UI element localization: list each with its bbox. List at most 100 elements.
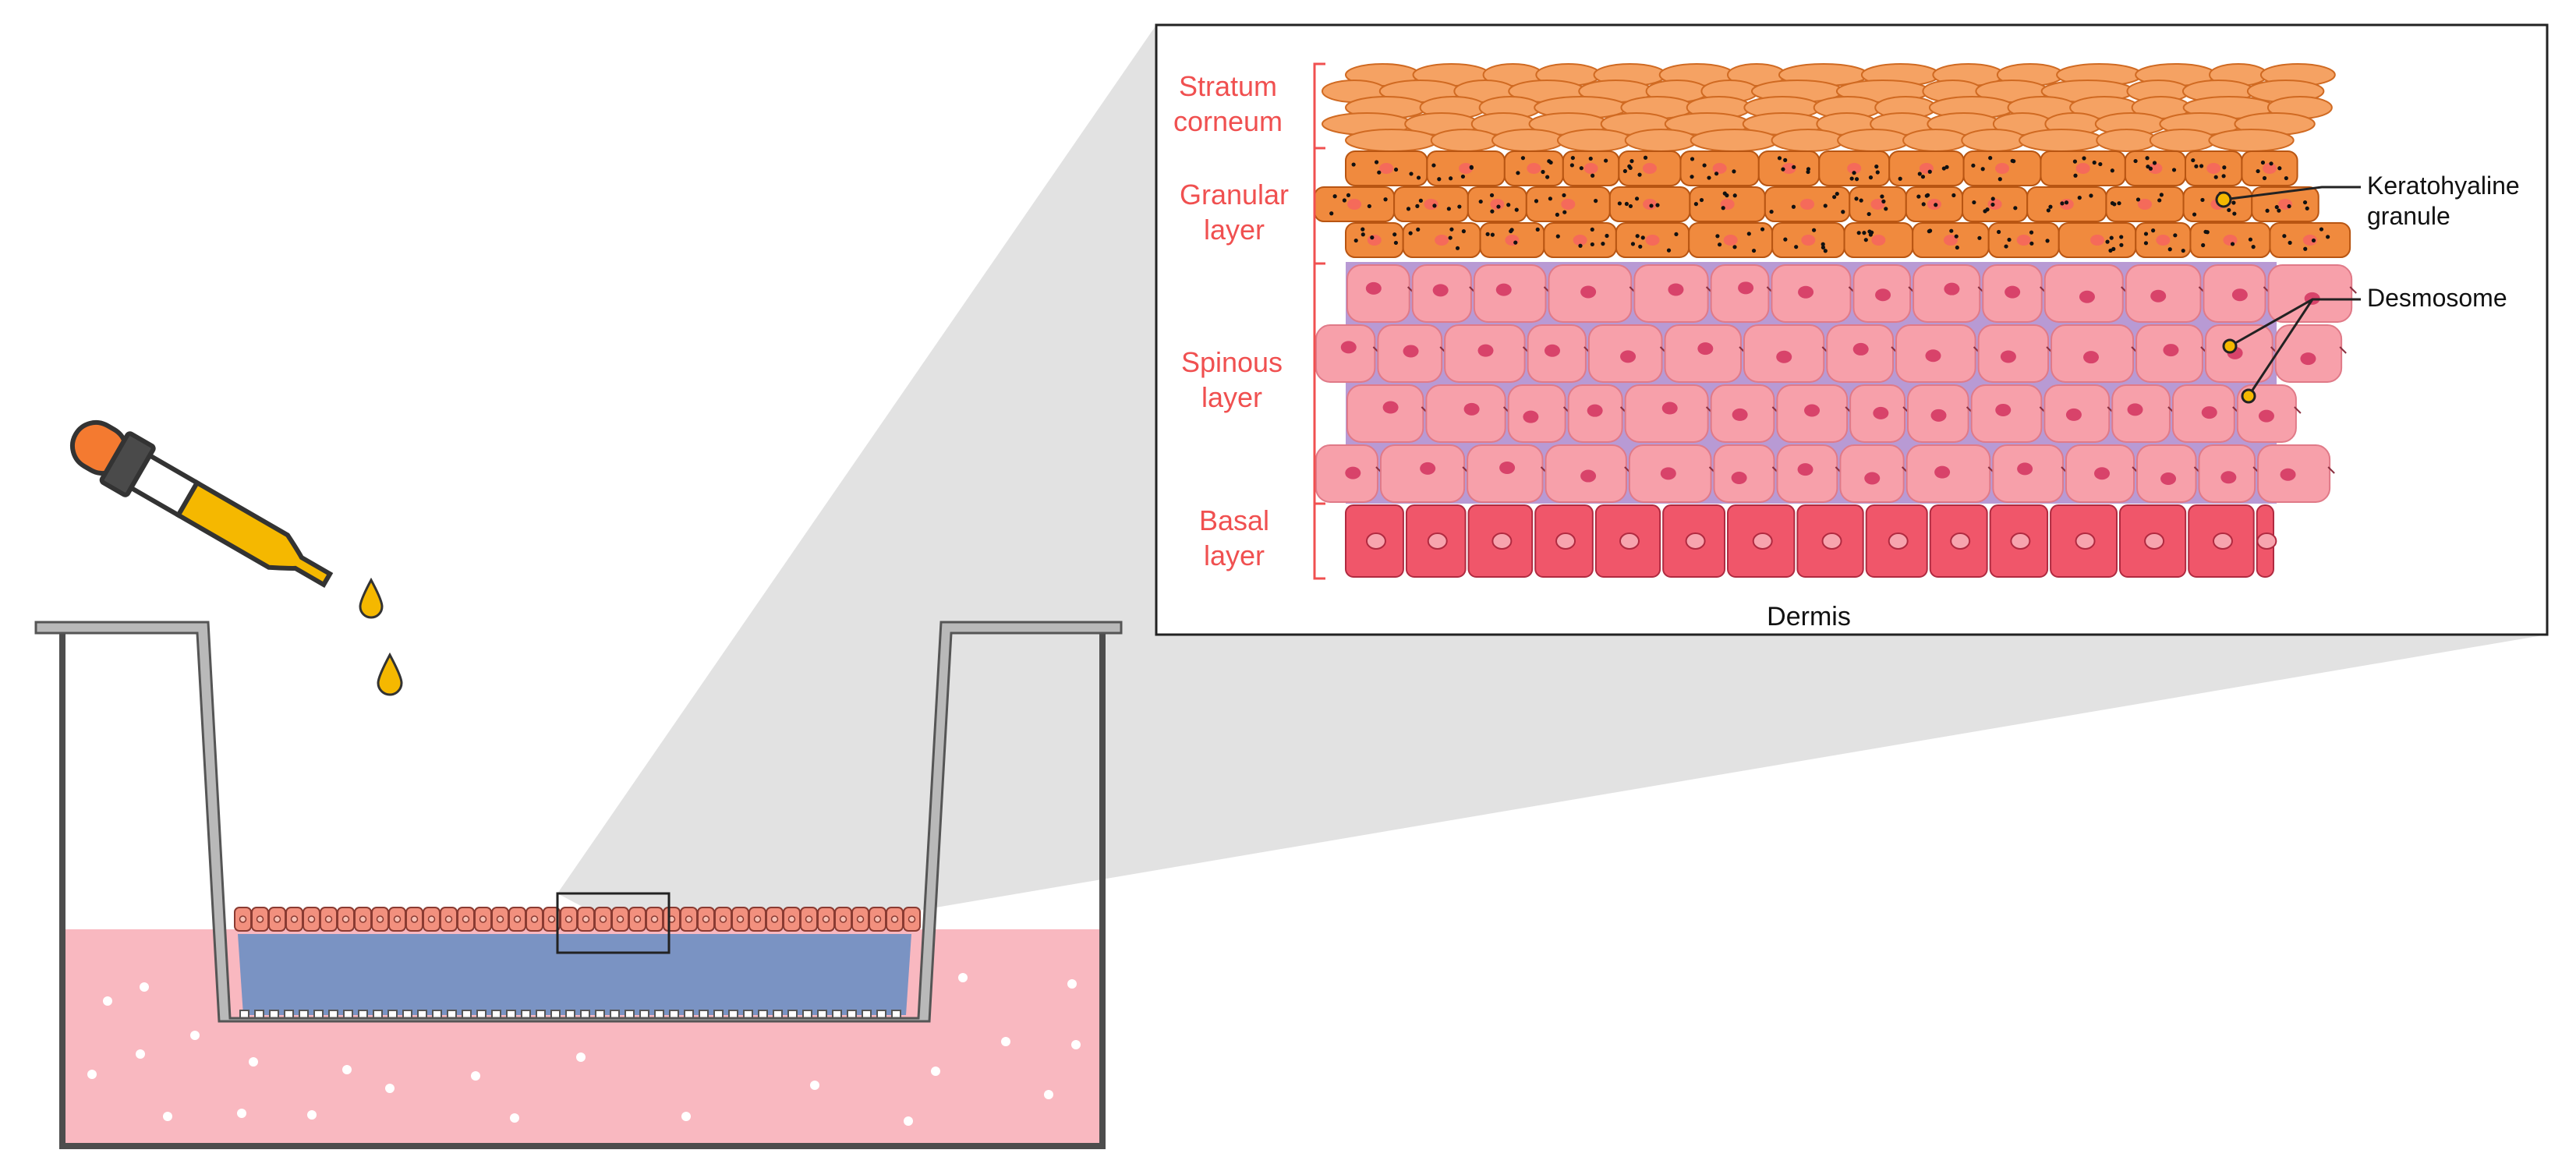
medium-particle <box>385 1084 395 1093</box>
mini-cell <box>388 907 406 932</box>
granular-cell <box>1543 222 1617 258</box>
granular-cell <box>1562 150 1620 186</box>
spinous-cell <box>2125 264 2206 323</box>
cell-monolayer <box>234 907 921 932</box>
zoom-box <box>556 892 671 954</box>
spinous-cell <box>1315 324 1381 383</box>
mini-cell <box>886 907 904 932</box>
spinous-cell <box>1545 444 1632 503</box>
granular-cell <box>2124 150 2186 186</box>
granular-cell <box>2241 150 2298 186</box>
medium-particle <box>1044 1090 1053 1099</box>
mini-cell <box>628 907 646 932</box>
spinous-cell <box>1548 264 1637 323</box>
mini-cell <box>337 907 355 932</box>
granular-cell <box>1962 150 2042 186</box>
epidermis-layers <box>1314 63 2357 578</box>
basal-cell <box>1345 504 1404 578</box>
granular-cell <box>1615 222 1690 258</box>
granular-cell <box>1888 150 1965 186</box>
corneocyte <box>1556 129 1633 152</box>
spinous-cell <box>1913 264 1985 323</box>
basal-cell <box>1796 504 1864 578</box>
mini-cell <box>697 907 715 932</box>
corneocyte <box>1961 129 2027 152</box>
mini-cell <box>663 907 681 932</box>
droplet-icon <box>359 577 384 619</box>
granular-cell <box>1679 150 1760 186</box>
mini-cell <box>903 907 921 932</box>
mini-cell <box>646 907 663 932</box>
spinous-cell <box>1425 384 1511 443</box>
medium-particle <box>904 1116 913 1126</box>
mini-cell <box>577 907 595 932</box>
spinous-cell <box>2051 324 2139 383</box>
spinous-cell <box>2111 384 2175 443</box>
basal-cell <box>2118 504 2187 578</box>
granular-cell <box>1503 150 1564 186</box>
spinous-cell <box>2198 444 2260 503</box>
granular-cell <box>2040 150 2126 186</box>
basal-cell <box>1534 504 1594 578</box>
spinous-cell <box>1982 264 2047 323</box>
spinous-cell <box>1771 264 1856 323</box>
spinous-cell <box>1852 264 1916 323</box>
corneocyte <box>1624 129 1698 152</box>
spinous-cell <box>2274 324 2347 383</box>
spinous-cell <box>1839 444 1909 503</box>
granular-cell <box>1608 186 1691 222</box>
mini-cell <box>508 907 526 932</box>
basal-cell <box>1594 504 1661 578</box>
granular-cell <box>1525 186 1611 222</box>
spinous-cell <box>1970 384 2047 443</box>
mini-cell <box>320 907 338 932</box>
mini-cell <box>680 907 698 932</box>
spinous-cell <box>1826 324 1898 383</box>
mini-cell <box>474 907 492 932</box>
mini-cell <box>268 907 286 932</box>
medium-particle <box>471 1071 480 1081</box>
spinous-cell <box>2043 264 2128 323</box>
medium-particle <box>958 973 968 982</box>
granular-cell <box>2058 222 2137 258</box>
basal-cell <box>1865 504 1928 578</box>
medium-particle <box>931 1067 940 1076</box>
spinous-cell <box>1743 324 1829 383</box>
corneocyte <box>1837 129 1911 152</box>
granular-cell <box>1962 186 2029 222</box>
granular-cell <box>1764 186 1851 222</box>
droplet-icon <box>377 652 403 696</box>
medium-particle <box>136 1049 145 1059</box>
granular-cell <box>2189 222 2271 258</box>
mini-cell <box>560 907 578 932</box>
corneocyte <box>1491 129 1565 152</box>
layer-brackets <box>1313 62 1325 580</box>
corneocyte <box>1690 129 1779 152</box>
medium-particle <box>681 1112 691 1121</box>
spinous-cell <box>1633 264 1714 323</box>
spinous-layer-tissue <box>1315 262 2357 504</box>
granular-cell <box>1818 150 1891 186</box>
spinous-cell <box>1444 324 1530 383</box>
desmosome-callout: Desmosome <box>2222 284 2507 404</box>
mini-cell <box>303 907 320 932</box>
mini-cell <box>440 907 458 932</box>
granular-cell <box>2184 150 2243 186</box>
medium-particle <box>576 1052 586 1062</box>
spinous-cell <box>1467 444 1548 503</box>
mini-cell <box>731 907 749 932</box>
mini-cell <box>594 907 612 932</box>
corneocyte <box>1902 129 1969 152</box>
medium-particle <box>163 1112 172 1121</box>
medium-particle <box>810 1081 819 1090</box>
basal-cell <box>2050 504 2118 578</box>
spinous-cell <box>1624 384 1714 443</box>
spinous-cell <box>1710 384 1780 443</box>
spinous-cell <box>2135 324 2208 383</box>
spinous-cell <box>1507 384 1571 443</box>
